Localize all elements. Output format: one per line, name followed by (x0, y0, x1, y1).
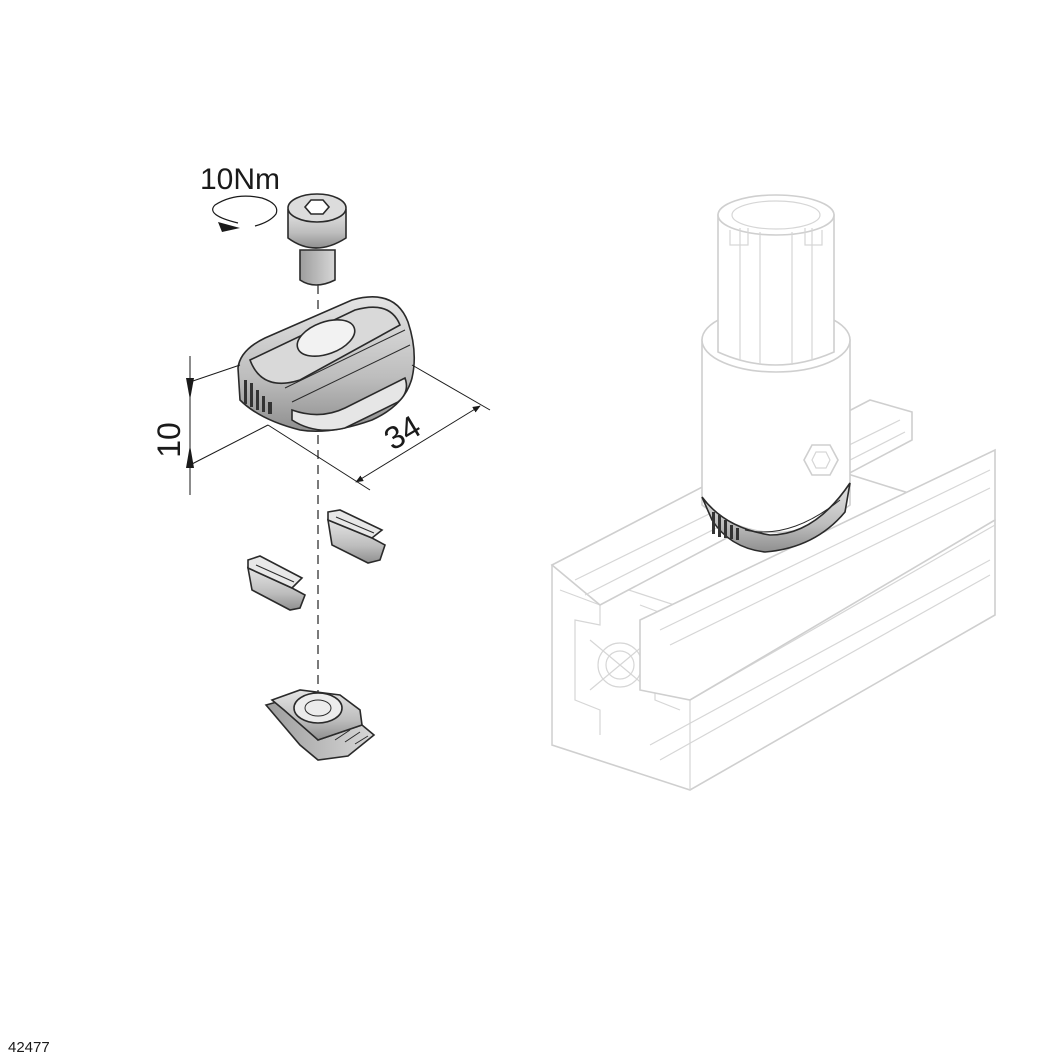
connector-in-assembly (701, 482, 851, 553)
length-dimension (267, 364, 491, 491)
length-dimension-label: 34 (378, 408, 427, 457)
spring-insert-lower (246, 555, 306, 611)
height-dimension-label: 10 (151, 422, 187, 458)
connector-body (237, 296, 416, 433)
reference-number: 42477 (8, 1039, 50, 1056)
slot-nut (264, 689, 376, 761)
profile-assembly-ghost (550, 194, 996, 791)
spring-insert-upper (326, 509, 386, 564)
height-dimension (186, 356, 269, 495)
cap-screw (287, 193, 347, 286)
rotation-arrow-icon (212, 195, 278, 232)
torque-label: 10Nm (200, 163, 280, 196)
